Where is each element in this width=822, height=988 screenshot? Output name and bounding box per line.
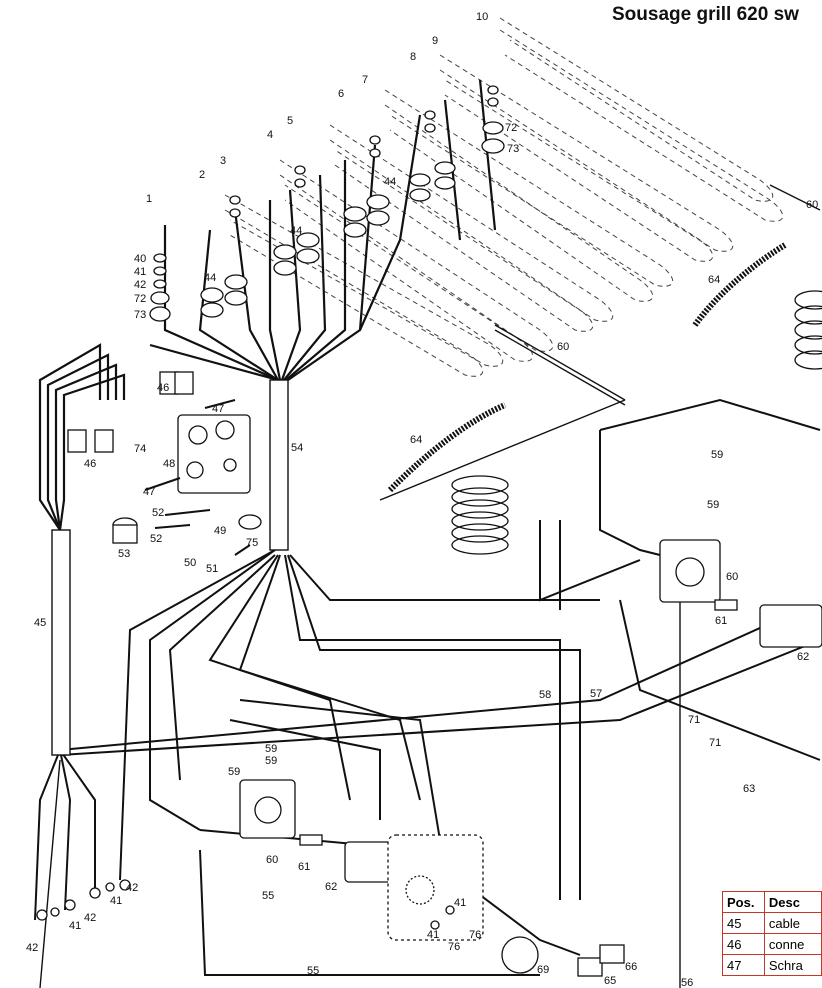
label: 53 [118, 548, 130, 560]
label: 62 [325, 881, 337, 893]
column-header: Pos. [722, 891, 765, 913]
label: 8 [410, 51, 416, 63]
braided-sleeves [387, 242, 787, 493]
label: 56 [681, 977, 693, 988]
label: 47 [212, 403, 224, 415]
label: 75 [246, 537, 258, 549]
terminal-stacks [36, 85, 505, 930]
label: 59 [265, 743, 277, 755]
table-cell: conne [763, 933, 822, 955]
label: 59 [228, 766, 240, 778]
table-cell: cable [763, 912, 822, 934]
table-cell: 47 [722, 954, 765, 976]
label: 45 [34, 617, 46, 629]
table-header-row: Pos. Desc [722, 891, 822, 913]
label: 50 [184, 557, 196, 569]
label: 4 [267, 129, 273, 141]
label: 73 [134, 309, 146, 321]
label: 73 [507, 143, 519, 155]
label: 52 [150, 533, 162, 545]
table-row: 47 Schra [722, 954, 822, 976]
label: 76 [469, 929, 481, 941]
label: 54 [291, 442, 303, 454]
label: 61 [298, 861, 310, 873]
label: 41 [454, 897, 466, 909]
label: 46 [157, 382, 169, 394]
label: 3 [220, 155, 226, 167]
label: 5 [287, 115, 293, 127]
label: 59 [707, 499, 719, 511]
label: 66 [625, 961, 637, 973]
table-row: 45 cable [722, 912, 822, 934]
label: 58 [539, 689, 551, 701]
label: 60 [266, 854, 278, 866]
label: 6 [338, 88, 344, 100]
label: 59 [265, 755, 277, 767]
part-labels: 10 9 8 7 6 5 4 3 2 1 72 73 44 44 44 40 4… [26, 11, 818, 988]
table-cell: Schra [763, 954, 822, 976]
label: 55 [307, 965, 319, 977]
label: 10 [476, 11, 488, 23]
label: 69 [537, 964, 549, 976]
table-row: 46 conne [722, 933, 822, 955]
label: 42 [84, 912, 96, 924]
label: 52 [152, 507, 164, 519]
column-header: Desc [763, 891, 822, 913]
label: 65 [604, 975, 616, 987]
label: 71 [709, 737, 721, 749]
label: 61 [715, 615, 727, 627]
label: 42 [126, 882, 138, 894]
label: 71 [688, 714, 700, 726]
heating-elements [224, 17, 783, 377]
label: 57 [590, 688, 602, 700]
label: 72 [134, 293, 146, 305]
label: 41 [427, 929, 439, 941]
springs [451, 290, 822, 555]
label: 60 [726, 571, 738, 583]
label: 72 [505, 122, 517, 134]
upper-harness [38, 79, 497, 531]
sleeves [51, 379, 289, 756]
label: 46 [84, 458, 96, 470]
label: 63 [743, 783, 755, 795]
table-cell: 45 [722, 912, 765, 934]
label: 42 [134, 279, 146, 291]
label: 44 [290, 225, 302, 237]
label: 59 [711, 449, 723, 461]
label: 41 [110, 895, 122, 907]
label: 44 [384, 176, 396, 188]
label: 49 [214, 525, 226, 537]
label: 41 [134, 266, 146, 278]
label: 40 [134, 253, 146, 265]
label: 7 [362, 74, 368, 86]
label: 42 [26, 942, 38, 954]
components [67, 371, 822, 977]
probes [39, 184, 821, 988]
label: 2 [199, 169, 205, 181]
label: 44 [204, 272, 216, 284]
table-cell: 46 [722, 933, 765, 955]
label: 41 [69, 920, 81, 932]
parts-table: Pos. Desc 45 cable 46 conne 47 Schra [722, 891, 822, 976]
label: 64 [708, 274, 720, 286]
screws [144, 399, 251, 556]
label: 64 [410, 434, 422, 446]
label: 51 [206, 563, 218, 575]
diagram-title: Sousage grill 620 sw [612, 4, 799, 25]
label: 74 [134, 443, 146, 455]
label: 55 [262, 890, 274, 902]
label: 47 [143, 486, 155, 498]
label: 9 [432, 35, 438, 47]
label: 76 [448, 941, 460, 953]
label: 1 [146, 193, 152, 205]
label: 60 [806, 199, 818, 211]
label: 48 [163, 458, 175, 470]
label: 60 [557, 341, 569, 353]
label: 62 [797, 651, 809, 663]
